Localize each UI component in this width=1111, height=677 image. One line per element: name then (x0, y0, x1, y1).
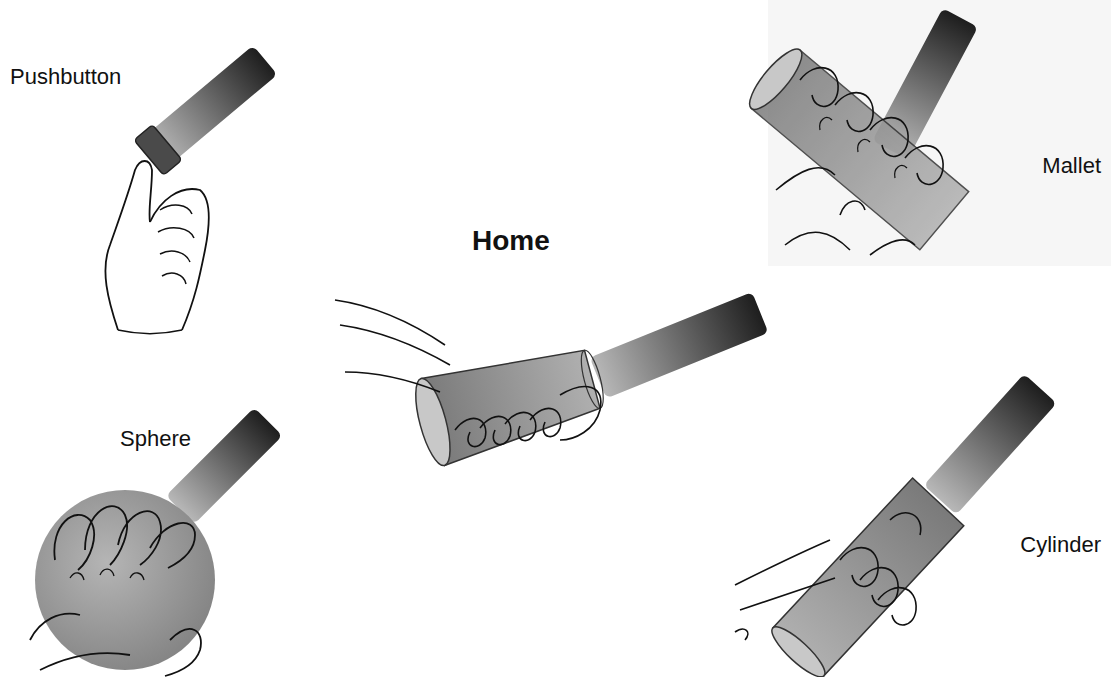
grasp-label: Mallet (1042, 153, 1101, 179)
mallet-figure (742, 8, 978, 255)
sphere-figure (30, 407, 283, 676)
home-figure (335, 292, 768, 469)
cylinder-figure (735, 374, 1057, 677)
grasp-label: Cylinder (1020, 532, 1101, 558)
grasp-label: Home (472, 224, 550, 258)
grasp-label: Sphere (120, 426, 191, 452)
grasp-label: Pushbutton (10, 64, 121, 90)
pushbutton-figure (105, 42, 280, 333)
